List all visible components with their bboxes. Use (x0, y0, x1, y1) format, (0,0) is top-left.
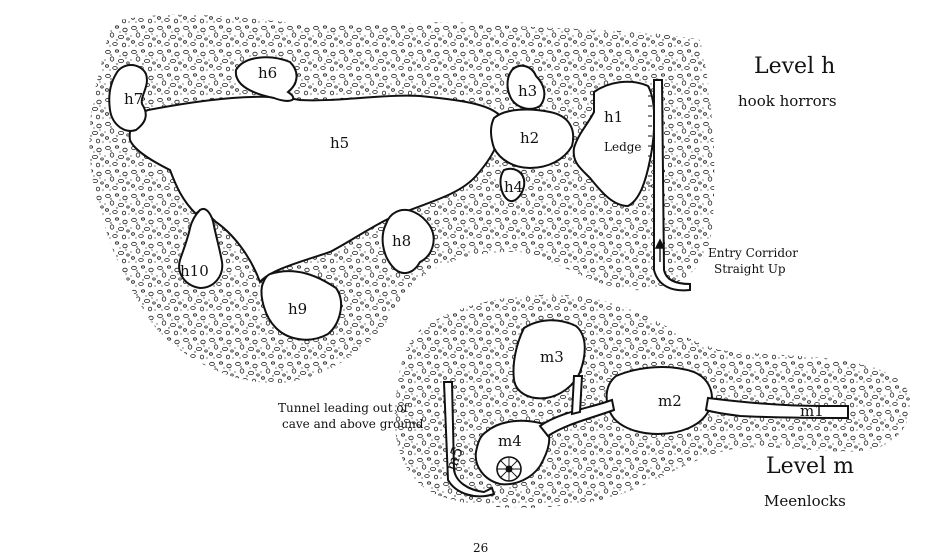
cave-h5 (128, 94, 502, 284)
label-m1: m1 (800, 402, 824, 420)
passage-m3-m4 (570, 375, 584, 416)
passage-m4-m2 (538, 398, 616, 438)
label-h2: h2 (520, 129, 539, 147)
level-h-subtitle: hook horrors (738, 92, 837, 110)
level-m-title: Level m (766, 454, 854, 479)
label-h4: h4 (504, 178, 523, 196)
label-h5: h5 (330, 134, 349, 152)
label-h6: h6 (258, 64, 277, 82)
cave-m5 (442, 381, 496, 498)
level-h-title: Level h (754, 54, 836, 79)
cave-h9 (260, 270, 343, 341)
tunnel-note-line1: Tunnel leading out of (278, 401, 410, 415)
label-h9: h9 (288, 300, 307, 318)
cave-h8 (381, 208, 435, 274)
up-arrow (654, 238, 666, 262)
label-h3: h3 (518, 82, 537, 100)
cave-h2 (490, 108, 575, 170)
label-h1: h1 (604, 108, 623, 126)
label-h8: h8 (392, 232, 411, 250)
cave-h1 (572, 80, 656, 208)
level-h-caves (108, 56, 691, 341)
ledge-ticks (648, 95, 652, 187)
label-m4: m4 (498, 432, 522, 450)
label-m3: m3 (540, 348, 564, 366)
tunnel-note-line2: cave and above ground (282, 417, 424, 431)
well-icon (496, 456, 522, 482)
entry-corridor (653, 79, 691, 292)
cave-h4 (499, 167, 526, 202)
level-m-subtitle: Meenlocks (764, 492, 846, 510)
label-m2: m2 (658, 392, 682, 410)
cave-m1 (704, 396, 849, 420)
cave-m4 (474, 419, 551, 486)
label-h7: h7 (124, 90, 143, 108)
label-h10: h10 (180, 262, 209, 280)
page-number: 26 (473, 541, 489, 555)
cave-h10 (178, 208, 224, 290)
level-m-caves (442, 319, 849, 498)
cave-h7 (108, 64, 148, 132)
entry-note-line2: Straight Up (714, 262, 786, 276)
cave-h3 (506, 64, 546, 110)
label-ledge: Ledge (604, 140, 642, 154)
cave-m3 (512, 319, 586, 400)
entry-note-line1: Entry Corridor (708, 246, 798, 260)
cave-h6 (234, 56, 298, 102)
